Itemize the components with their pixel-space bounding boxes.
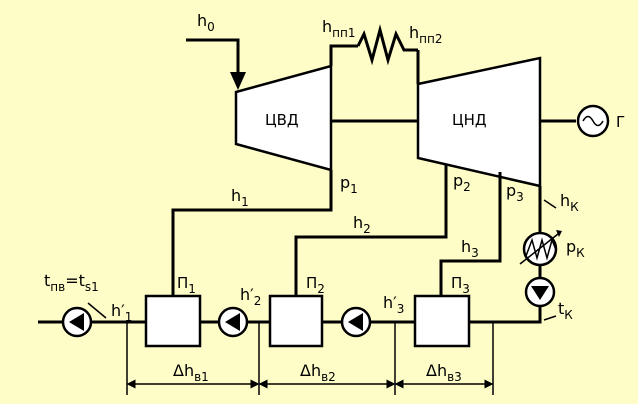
label-h1: h1 xyxy=(231,186,249,209)
label-dhv3: Δhв3 xyxy=(426,361,462,384)
label-heater-3: П3 xyxy=(451,274,470,296)
label-hk: hК xyxy=(560,191,579,214)
label-pk: pК xyxy=(566,237,585,260)
label-tpv: tпв=ts1 xyxy=(44,271,99,294)
heater-3 xyxy=(413,294,471,348)
zigzag-coil-condenser-icon xyxy=(525,237,557,261)
label-p1: p1 xyxy=(340,173,358,196)
label-dhv2: Δhв2 xyxy=(300,361,336,384)
zigzag-reheater-icon xyxy=(356,24,418,66)
condensate-pump xyxy=(524,276,556,308)
label-h3: h3 xyxy=(461,237,479,260)
reheater xyxy=(329,24,420,84)
label-h-prime-3: h′3 xyxy=(383,293,404,316)
pump-triangle-icon xyxy=(69,313,84,331)
pump-triangle-icon xyxy=(348,313,363,331)
label-h0: h0 xyxy=(197,11,215,34)
label-generator: Г xyxy=(616,113,625,131)
pump-triangle-icon xyxy=(225,313,240,331)
condenser xyxy=(519,230,562,267)
label-p3: p3 xyxy=(506,181,524,204)
label-hp-turbine: ЦВД xyxy=(265,111,299,129)
label-lp-turbine: ЦНД xyxy=(452,111,487,129)
heater-1 xyxy=(144,294,202,348)
drain-pump-1 xyxy=(217,306,249,338)
label-heater-1: П1 xyxy=(177,274,196,296)
pump-triangle-icon xyxy=(531,286,549,300)
extraction-line-2 xyxy=(294,164,448,296)
live-steam-line xyxy=(186,38,246,90)
label-h2: h2 xyxy=(353,213,371,236)
label-h-prime-1: h′1 xyxy=(111,301,132,324)
heater-2 xyxy=(268,294,324,348)
label-p2: p2 xyxy=(453,171,471,194)
label-hpp2: hпп2 xyxy=(409,23,442,46)
inlet-arrow-icon xyxy=(230,72,246,90)
label-hpp1: hпп1 xyxy=(322,17,355,40)
feed-pump xyxy=(61,306,93,338)
dimension-lines xyxy=(126,322,494,395)
label-heater-2: П2 xyxy=(306,274,325,296)
extraction-line-3 xyxy=(439,172,502,296)
generator xyxy=(576,104,610,138)
label-h-prime-2: h′2 xyxy=(240,285,261,308)
label-dhv1: Δhв1 xyxy=(173,361,209,384)
drain-pump-2 xyxy=(340,306,372,338)
label-tk: tК xyxy=(558,299,573,322)
sine-wave-generator-icon xyxy=(582,115,604,127)
extraction-line-1 xyxy=(171,170,333,296)
condensate-line xyxy=(469,306,542,324)
